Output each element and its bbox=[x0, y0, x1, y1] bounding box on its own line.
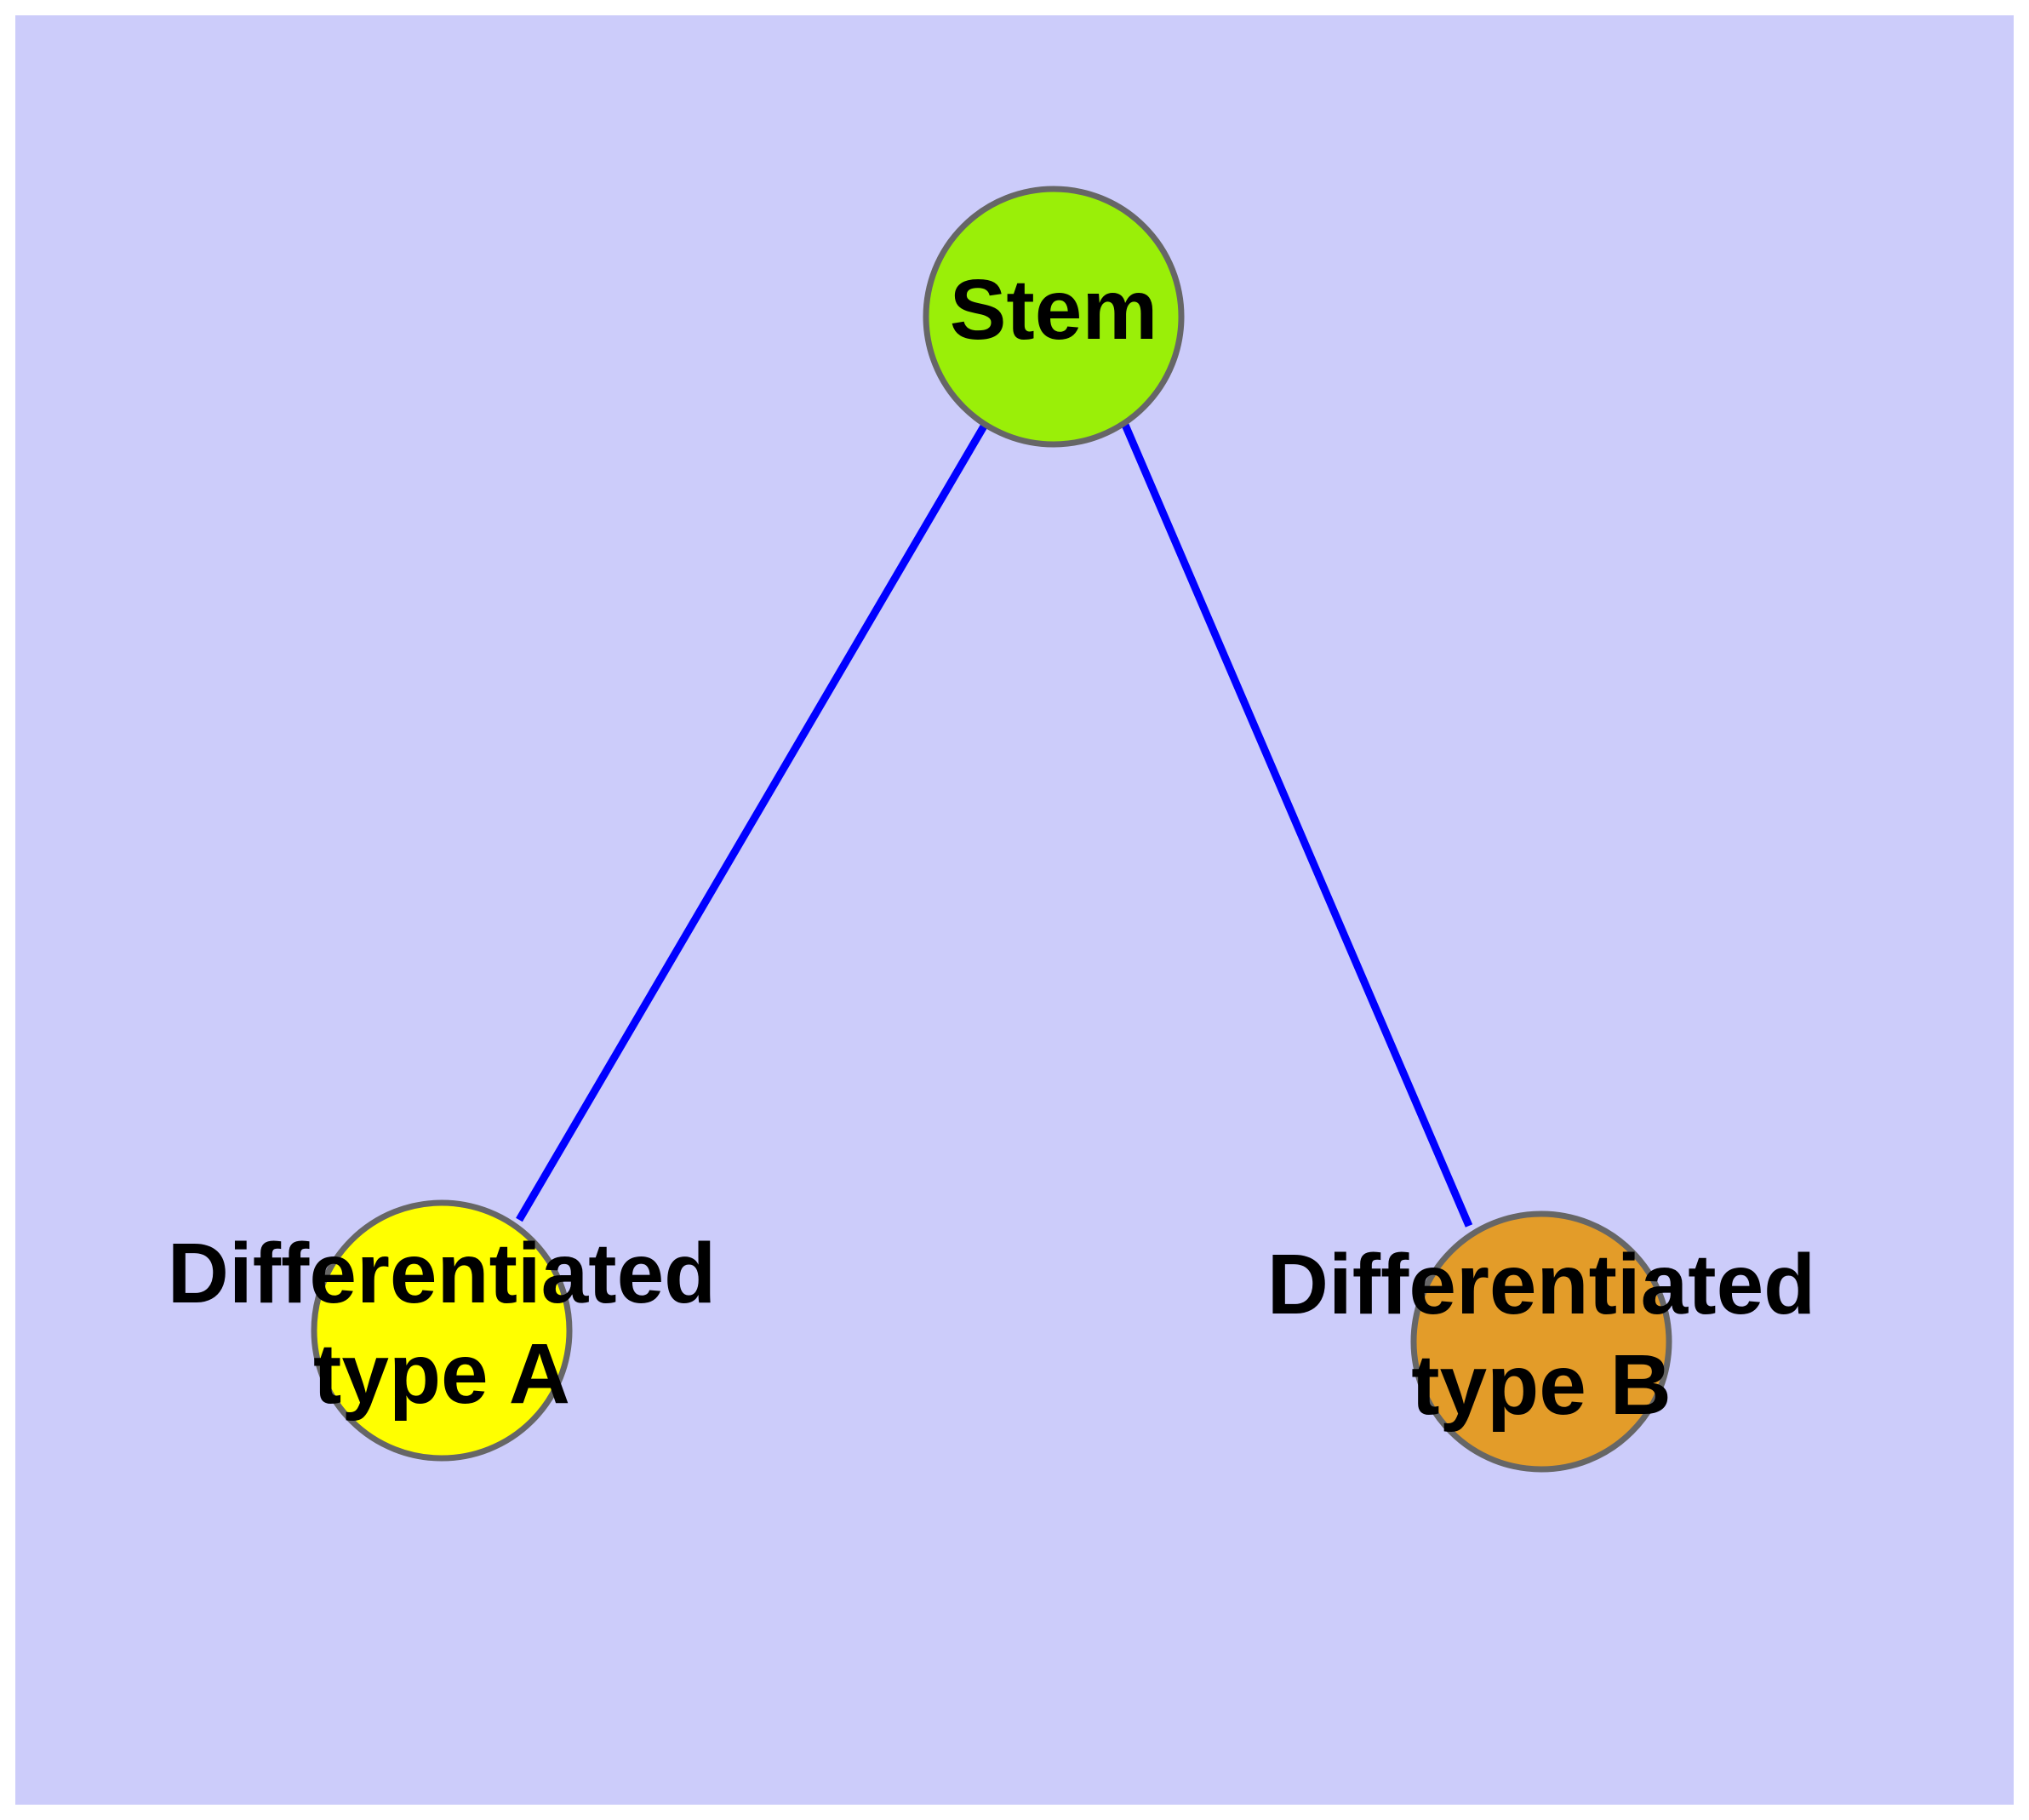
node-label-line: type B bbox=[1411, 1337, 1672, 1433]
node-label-line: Differentiated bbox=[1267, 1237, 1816, 1332]
edge-stem-to-diff-b[interactable] bbox=[1121, 423, 1473, 1228]
node-label-line: type A bbox=[313, 1326, 570, 1422]
edges-layer bbox=[516, 422, 1473, 1228]
node-label-line: Differentiated bbox=[168, 1226, 717, 1321]
edge-stem-to-diff-a[interactable] bbox=[516, 422, 988, 1222]
node-label-line: Stem bbox=[950, 262, 1158, 358]
node-label-stem: Stem bbox=[950, 262, 1158, 358]
node-diff_a[interactable] bbox=[311, 1199, 573, 1462]
node-diff_b[interactable] bbox=[1410, 1210, 1672, 1473]
node-stem[interactable] bbox=[923, 186, 1185, 448]
nodes-layer bbox=[311, 186, 1672, 1473]
